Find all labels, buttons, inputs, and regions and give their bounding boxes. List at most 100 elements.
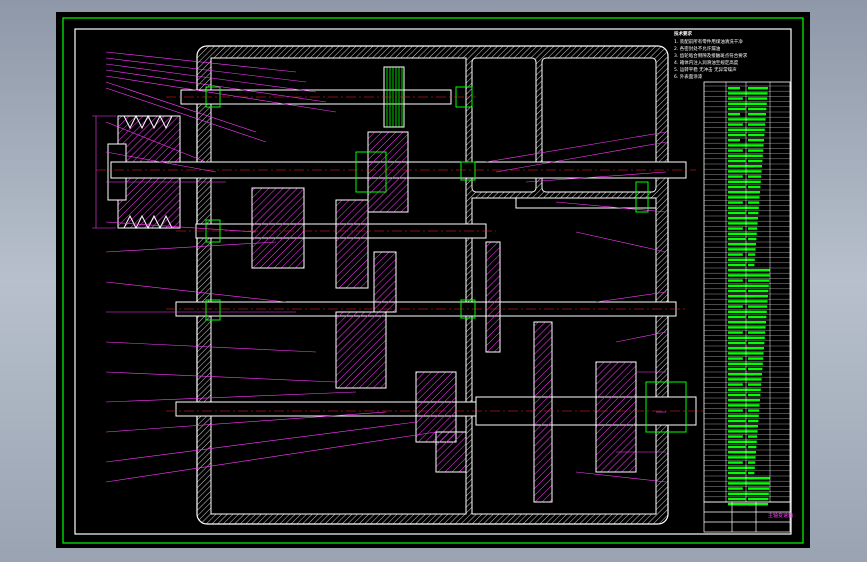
bom-entry bbox=[728, 154, 752, 157]
bom-entry bbox=[728, 87, 740, 90]
bom-entry bbox=[728, 107, 746, 111]
dimension-left bbox=[92, 115, 116, 229]
bom-entry bbox=[728, 289, 746, 293]
bom-entry bbox=[728, 149, 743, 152]
leader-lines-left bbox=[105, 51, 437, 483]
bom-entry bbox=[728, 440, 752, 443]
bom-entry bbox=[748, 123, 766, 126]
bom-entry bbox=[748, 466, 755, 469]
bom-entry bbox=[728, 102, 752, 105]
note-line: 5. 运转平稳 无冲击 无异常噪声 bbox=[674, 68, 737, 73]
bom-entry bbox=[728, 284, 752, 287]
bom-entry bbox=[728, 347, 754, 350]
bom-entry bbox=[728, 144, 749, 147]
bom-entry bbox=[748, 315, 767, 319]
bom-entry bbox=[748, 222, 758, 225]
note-line: 4. 箱体内注入润滑油至规定高度 bbox=[674, 61, 739, 66]
bom-entry bbox=[728, 133, 746, 137]
bom-entry bbox=[748, 419, 759, 423]
bom-entry bbox=[728, 357, 743, 360]
bom-entry bbox=[728, 378, 749, 381]
parts-list bbox=[703, 81, 791, 506]
bom-entry bbox=[748, 128, 765, 131]
gears bbox=[251, 66, 637, 503]
bom-entry bbox=[748, 102, 767, 105]
bom-entry bbox=[728, 315, 746, 319]
bom-entry bbox=[728, 383, 743, 386]
bom-entry bbox=[748, 113, 766, 116]
bom-entry bbox=[728, 497, 746, 501]
bom-entry bbox=[728, 393, 746, 397]
bom-entry bbox=[748, 487, 770, 490]
bom-entry bbox=[728, 305, 743, 308]
bom-entry bbox=[748, 383, 762, 386]
bom-entry bbox=[748, 492, 769, 495]
bom-entry bbox=[728, 191, 754, 194]
bom-entry bbox=[748, 404, 760, 407]
bom-entry bbox=[728, 113, 740, 116]
bom-entry bbox=[748, 471, 755, 475]
bom-entry bbox=[748, 201, 760, 204]
bom-entry bbox=[728, 341, 746, 345]
note-line: 3. 齿轮啮合侧隙及接触斑点符合要求 bbox=[674, 54, 748, 59]
bom-entry bbox=[748, 435, 758, 438]
bom-entry bbox=[748, 451, 756, 454]
bom-entry bbox=[748, 482, 770, 485]
bom-entry bbox=[728, 399, 754, 402]
bom-entry bbox=[728, 232, 752, 235]
bom-entry bbox=[728, 170, 749, 173]
bom-entry bbox=[728, 477, 754, 480]
bom-entry bbox=[728, 409, 743, 412]
bom-entry bbox=[748, 196, 760, 199]
bom-entry bbox=[748, 154, 763, 157]
bom-entry bbox=[748, 258, 755, 261]
bom-entry bbox=[728, 321, 754, 324]
bom-entry bbox=[748, 107, 767, 111]
bom-entry bbox=[748, 497, 769, 501]
bom-entry bbox=[728, 466, 752, 469]
bom-entry bbox=[728, 461, 743, 464]
bom-entry bbox=[748, 341, 765, 345]
bom-entry bbox=[728, 336, 752, 339]
bom-entry bbox=[748, 336, 765, 339]
bom-entry bbox=[728, 222, 749, 225]
note-line: 2. 各密封处不允许漏油 bbox=[674, 47, 721, 52]
bom-entry bbox=[748, 144, 764, 147]
bom-entry bbox=[728, 279, 743, 282]
title-block-label: 主轴变速箱 bbox=[768, 513, 794, 519]
bom-entry bbox=[748, 175, 762, 178]
bom-entry bbox=[748, 237, 757, 241]
bom-entry bbox=[728, 180, 752, 183]
bom-entry bbox=[728, 206, 752, 209]
bom-entry bbox=[748, 87, 768, 90]
bom-entry bbox=[748, 284, 769, 287]
bom-entry bbox=[748, 289, 769, 293]
bom-entry bbox=[748, 456, 756, 459]
bom-entry bbox=[748, 206, 759, 209]
bom-entry bbox=[728, 92, 749, 95]
bom-entry bbox=[728, 196, 749, 199]
bom-entry bbox=[748, 414, 759, 417]
bom-entry bbox=[728, 310, 752, 313]
bom-entry bbox=[728, 159, 746, 163]
bom-entry bbox=[748, 248, 756, 251]
bom-entry bbox=[748, 305, 768, 308]
bom-entry bbox=[748, 300, 768, 303]
bom-entry bbox=[728, 123, 743, 126]
bom-entry bbox=[728, 248, 749, 251]
bom-entry bbox=[748, 378, 762, 381]
bom-entry bbox=[728, 300, 749, 303]
bom-entry bbox=[748, 295, 768, 298]
bom-entry bbox=[728, 445, 746, 449]
bom-entry bbox=[728, 253, 743, 256]
bom-entry bbox=[728, 471, 746, 475]
bom-entry bbox=[748, 331, 766, 334]
bom-entry bbox=[728, 227, 743, 230]
bom-entry bbox=[748, 503, 768, 506]
bom-entry bbox=[748, 139, 764, 142]
centerlines bbox=[96, 96, 706, 412]
bom-entry bbox=[728, 217, 754, 220]
bom-entry bbox=[748, 133, 765, 137]
bom-entry bbox=[728, 201, 743, 204]
bom-entry bbox=[748, 347, 764, 350]
